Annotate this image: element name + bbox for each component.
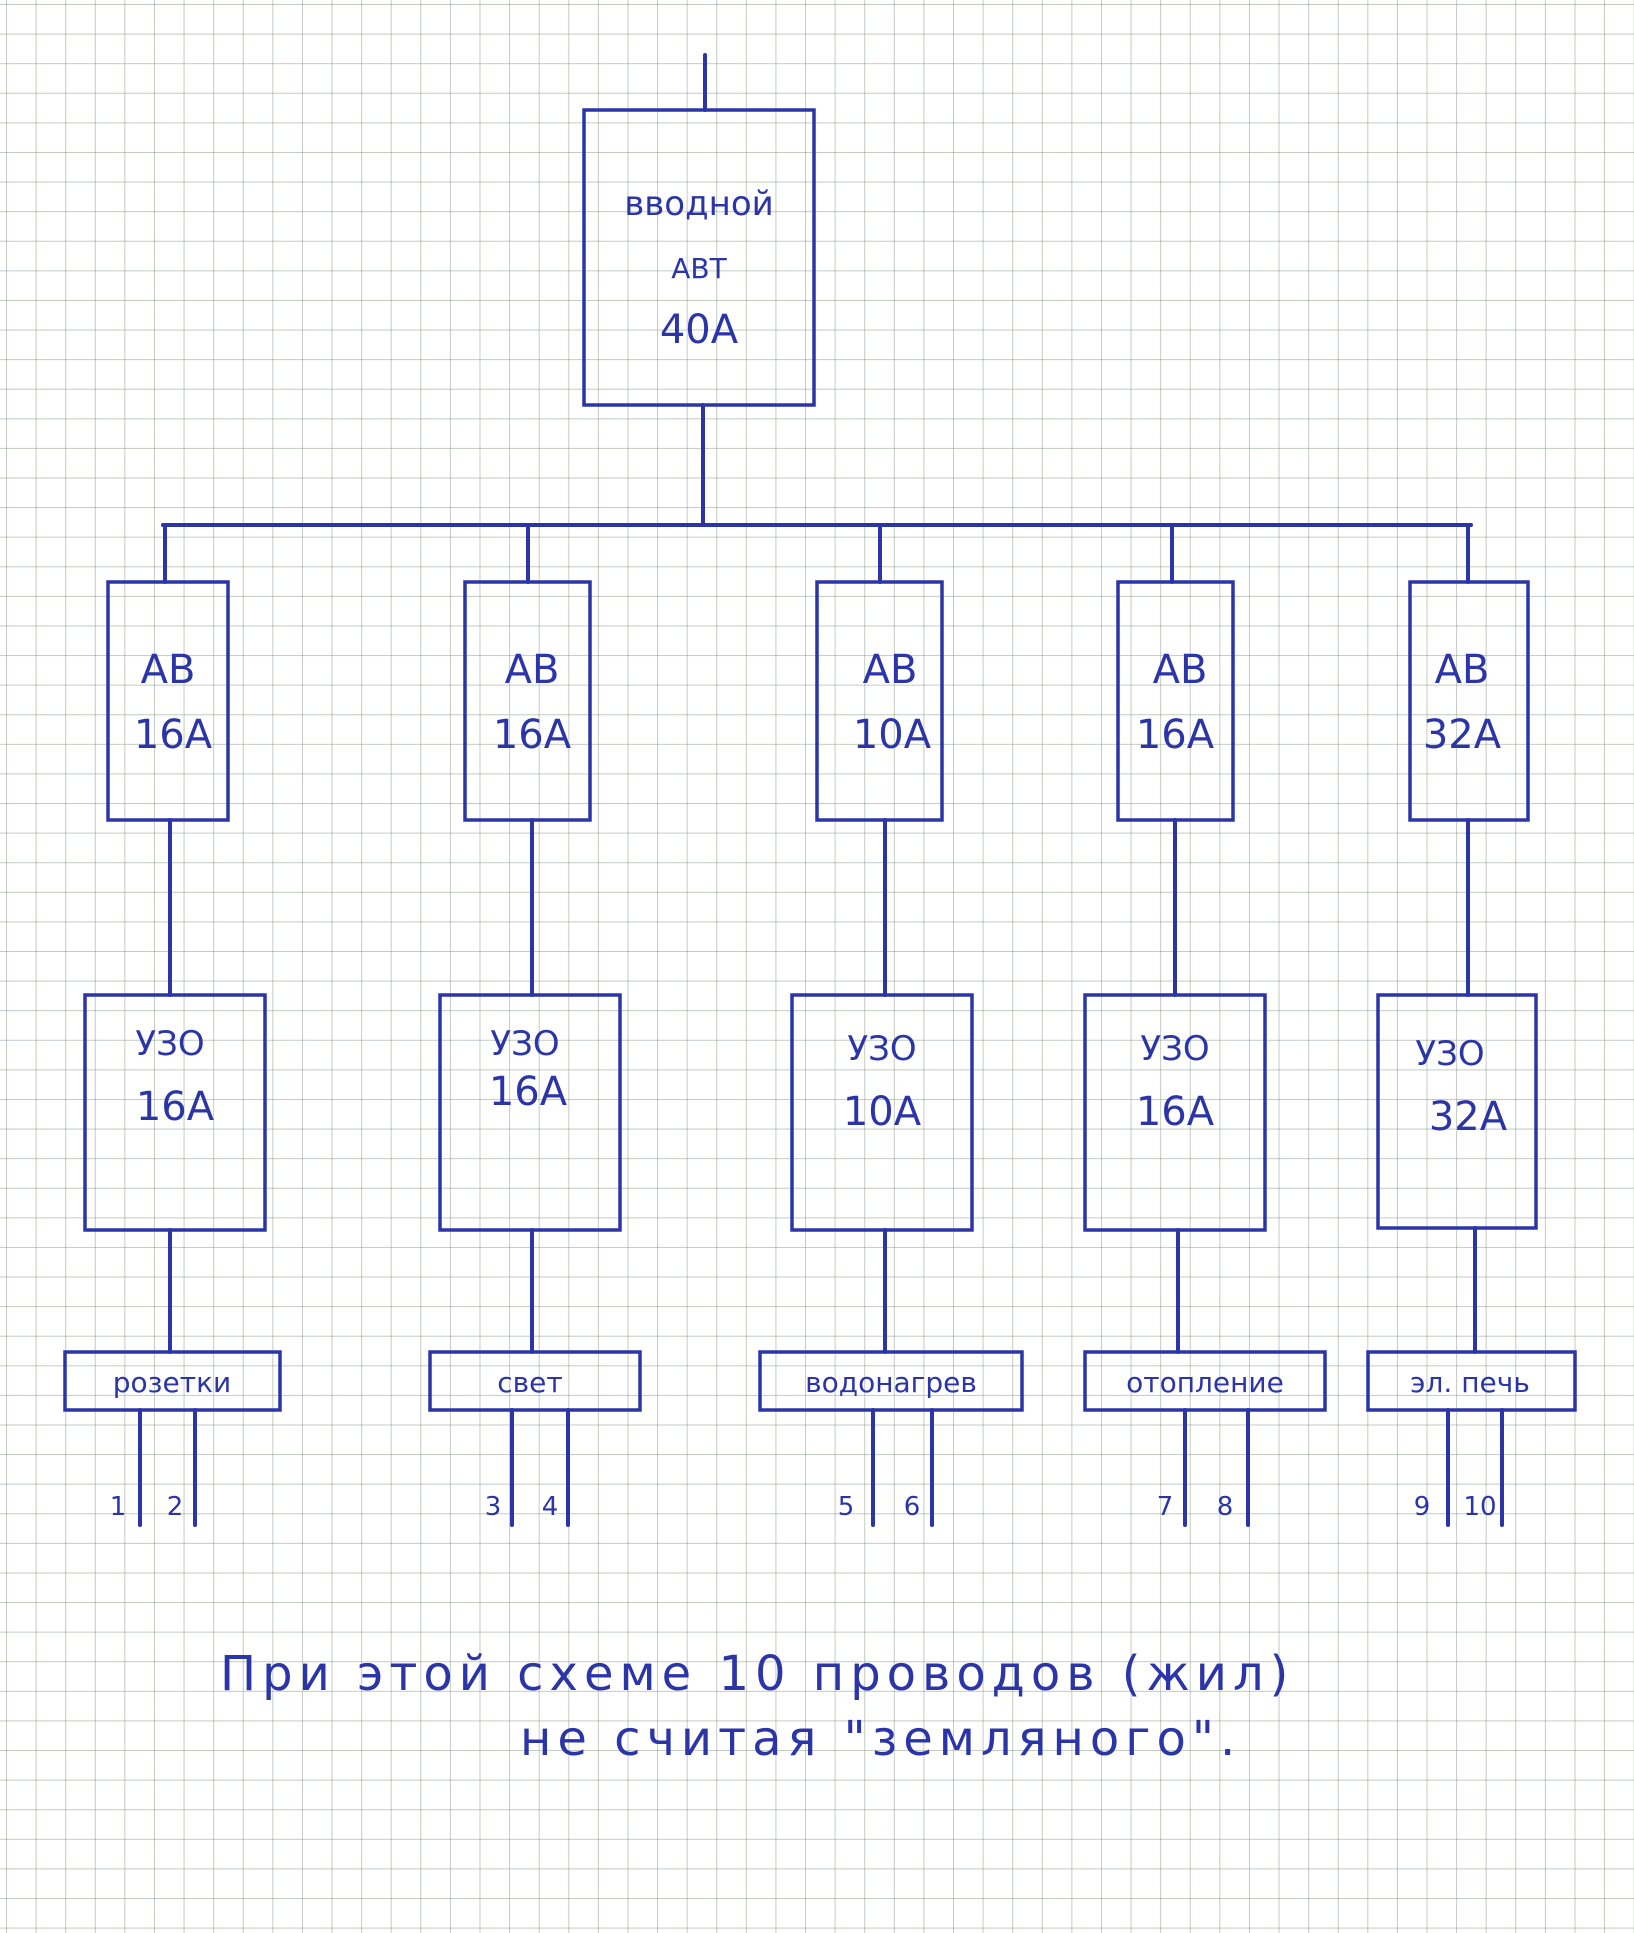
load-label: свет [497,1366,562,1399]
load-box [1366,1350,1577,1412]
rcd-rating: 16А [489,1069,568,1115]
note-line-1: При этой схеме 10 проводов (жил) [220,1646,1294,1702]
wire-number: 3 [485,1492,502,1522]
wire-number: 9 [1414,1492,1431,1522]
load-label: розетки [113,1366,231,1399]
circuit-breaker-label: АВ [1153,647,1208,693]
circuit-breaker-rating: 16А [134,712,213,758]
rcd-rating: 16А [1136,1089,1215,1135]
wire-number: 6 [904,1492,921,1522]
circuit-breaker-rating: 16А [1136,712,1215,758]
circuit-breaker-box [106,580,230,822]
rcd-label: УЗО [490,1024,559,1064]
wire-number: 4 [542,1492,559,1522]
rcd-rating: 16А [136,1084,215,1130]
load-box [428,1350,642,1412]
main-breaker-box [582,108,816,407]
circuit-breaker-label: АВ [505,647,560,693]
circuit-breaker-box [1116,580,1235,822]
main-breaker-rating: 40А [660,307,739,353]
rcd-box [1083,993,1267,1232]
circuit-breaker-box [463,580,592,822]
circuit-breaker-label: АВ [1435,647,1490,693]
rcd-label: УЗО [1140,1029,1209,1069]
rcd-box [790,993,974,1232]
circuit-group: АВ 16А УЗО 16А свет 3 4 [428,523,642,1527]
circuit-breaker-rating: 16А [493,712,572,758]
wire-number: 7 [1157,1492,1174,1522]
rcd-box [1376,993,1538,1230]
circuit-group: АВ 16А УЗО 16А розетки 1 2 [63,523,282,1527]
rcd-box [83,993,267,1232]
rcd-label: УЗО [1415,1034,1484,1074]
rcd-label: УЗО [135,1024,204,1064]
load-box [758,1350,1024,1412]
load-label: отопление [1126,1366,1284,1399]
load-box [1083,1350,1327,1412]
rcd-label: УЗО [847,1029,916,1069]
main-breaker: вводной АВТ 40А [582,108,816,407]
circuit-group: АВ 16А УЗО 16А отопление 7 8 [1083,523,1327,1527]
circuit-breaker-label: АВ [863,647,918,693]
rcd-rating: 32А [1429,1094,1508,1140]
circuit-breaker-box [815,580,944,822]
note-line-2: не считая "земляного". [520,1711,1241,1767]
main-breaker-label-line2: АВТ [671,252,727,285]
load-label: эл. печь [1410,1366,1530,1399]
load-label: водонагрев [805,1366,977,1399]
wire-number: 10 [1463,1492,1496,1522]
circuit-breaker-rating: 10А [853,712,932,758]
circuit-group: АВ 10А УЗО 10А водонагрев 5 6 [758,523,1024,1527]
circuit-group: АВ 32А УЗО 32А эл. печь 9 10 [1366,523,1577,1527]
circuit-breaker-rating: 32А [1423,712,1502,758]
wire-number: 8 [1217,1492,1234,1522]
load-box [63,1350,282,1412]
circuit-breaker-box [1408,580,1530,822]
main-breaker-label-line1: вводной [624,184,774,224]
wire-number: 2 [167,1492,184,1522]
rcd-rating: 10А [843,1089,922,1135]
circuit-breaker-label: АВ [141,647,196,693]
wire-number: 1 [110,1492,127,1522]
wire-number: 5 [838,1492,855,1522]
